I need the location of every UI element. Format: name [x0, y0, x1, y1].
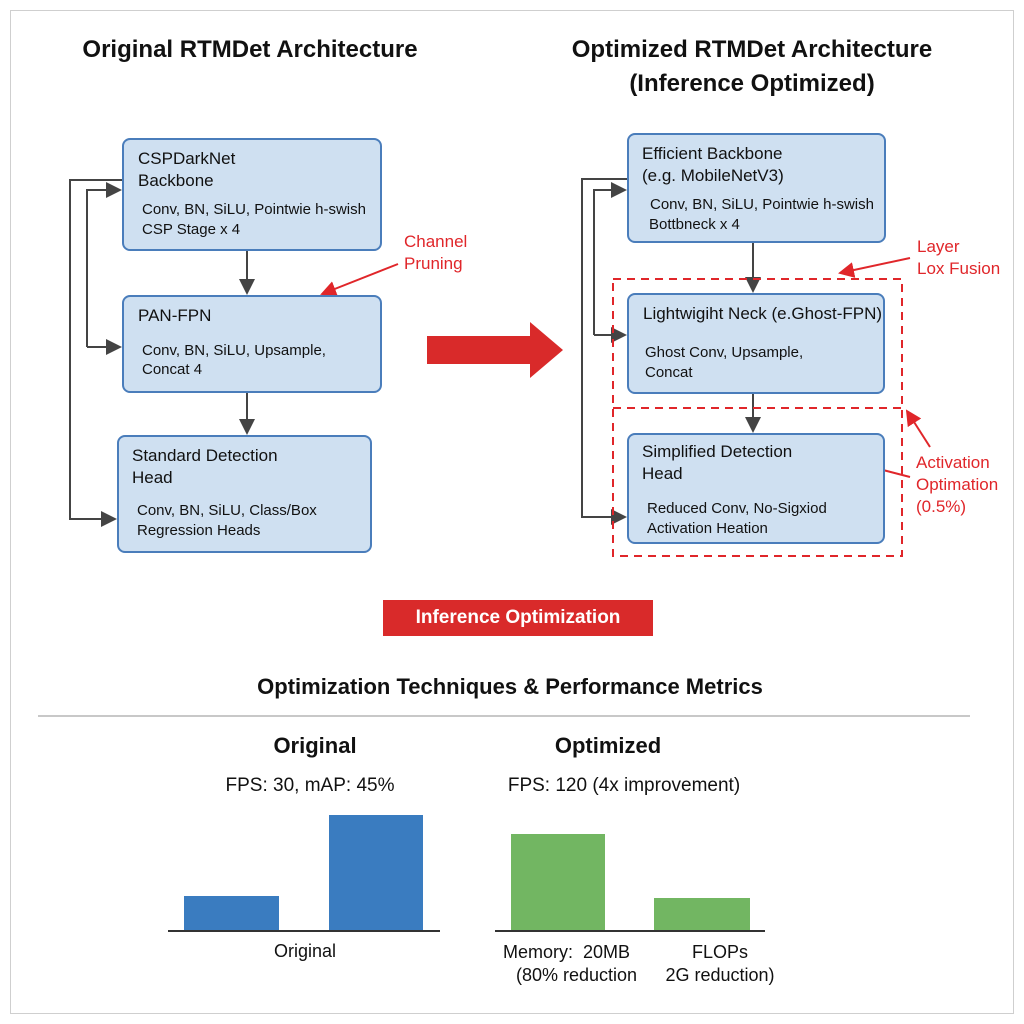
- annotation-line: Channel: [404, 232, 468, 251]
- box-line: Concat 4: [142, 361, 203, 378]
- dashed-optimization-region: [612, 278, 903, 557]
- box-line: Activation Heation: [647, 520, 768, 537]
- channel-pruning-label: Channel Pruning: [404, 231, 467, 275]
- flops-bar: [654, 898, 750, 930]
- box-title: Standard Detection Head: [132, 446, 278, 487]
- box-line: Conv, BN, SiLU, Upsample,: [142, 342, 326, 359]
- original-baseline: [168, 930, 440, 932]
- label-line: Memory: 20MB: [503, 942, 631, 962]
- box-title: PAN-FPN: [138, 306, 212, 325]
- opt-skip-outer: [581, 178, 627, 525]
- box-line: Conv, BN, SiLU, Class/Box: [137, 502, 317, 519]
- optimized-metrics-title: Optimized: [554, 733, 662, 758]
- box-title: Simplified Detection Head: [642, 442, 793, 483]
- annotation-line: (0.5%): [916, 497, 967, 516]
- box-line: Conv, BN, SiLU, Pointwie h-swish: [142, 201, 366, 218]
- layer-fusion-arrow: [838, 257, 911, 278]
- box-line: CSP Stage x 4: [142, 221, 241, 238]
- label-line: (80% reduction: [516, 965, 638, 985]
- optimized-stats: FPS: 120 (4x improvement): [507, 775, 741, 796]
- box-line: Conv, BN, SiLU, Pointwie h-swish: [650, 196, 874, 213]
- annotation-line: Pruning: [404, 254, 463, 273]
- box-line: Reduced Conv, No-Sigxiod: [647, 500, 827, 517]
- memory-bar: [511, 834, 605, 930]
- activation-arrow-up: [905, 409, 931, 448]
- channel-pruning-arrow: [320, 263, 399, 297]
- original-axis-label: Original: [273, 941, 337, 961]
- flops-label: FLOPs 2G reduction): [660, 941, 780, 987]
- box-efficient-backbone: Efficient Backbone (e.g. MobileNetV3) Co…: [627, 133, 886, 243]
- annotation-line: Optimation: [916, 475, 999, 494]
- box-title: Efficient Backbone (e.g. MobileNetV3): [642, 144, 784, 185]
- box-line: Concat: [645, 364, 693, 381]
- frame: [10, 10, 1014, 1014]
- box-title: CSPDarkNet Backbone: [138, 149, 236, 190]
- memory-label: Memory: 20MB (80% reduction: [503, 941, 637, 987]
- box-simplified-head: Simplified Detection Head Reduced Conv, …: [627, 433, 885, 544]
- optimized-title: Optimized RTMDet Architecture: [571, 36, 933, 63]
- box-lightweight-neck: Lightwigiht Neck (e.Ghost-FPN) Ghost Con…: [627, 293, 885, 394]
- activation-optimization-label: Activation Optimation (0.5%): [916, 452, 998, 518]
- box-neck: PAN-FPN Conv, BN, SiLU, Upsample, Concat…: [122, 295, 382, 393]
- original-metrics-title: Original: [273, 733, 357, 758]
- optimized-baseline: [495, 930, 765, 932]
- annotation-line: Layer: [917, 237, 960, 256]
- label-line: 2G reduction): [665, 965, 775, 985]
- transform-arrow-icon: [427, 322, 563, 378]
- metrics-heading: Optimization Techniques & Performance Me…: [257, 674, 763, 699]
- opt-skip-inner-top: [593, 182, 627, 335]
- original-title: Original RTMDet Architecture: [82, 36, 418, 63]
- box-line: Bottbneck x 4: [649, 216, 740, 233]
- annotation-line: Activation: [916, 453, 990, 472]
- original-bar-large: [329, 815, 423, 930]
- optimized-subtitle: (Inference Optimized): [629, 70, 875, 97]
- box-line: Ghost Conv, Upsample,: [645, 344, 804, 361]
- box-line: Regression Heads: [137, 522, 261, 539]
- original-stats: FPS: 30, mAP: 45%: [225, 775, 395, 796]
- box-backbone: CSPDarkNet Backbone Conv, BN, SiLU, Poin…: [122, 138, 382, 251]
- label-line: FLOPs: [691, 942, 748, 962]
- original-bar-small: [184, 896, 279, 930]
- box-head: Standard Detection Head Conv, BN, SiLU, …: [117, 435, 372, 553]
- divider: [38, 715, 970, 717]
- inference-optimization-banner: Inference Optimization: [383, 600, 653, 636]
- layer-fusion-label: Layer Lox Fusion: [917, 236, 1000, 280]
- skip-connection-outer: [69, 179, 122, 527]
- annotation-line: Lox Fusion: [917, 259, 1001, 278]
- skip-connection-inner-top: [86, 182, 122, 347]
- box-title: Lightwigiht Neck (e.Ghost-FPN): [643, 304, 883, 323]
